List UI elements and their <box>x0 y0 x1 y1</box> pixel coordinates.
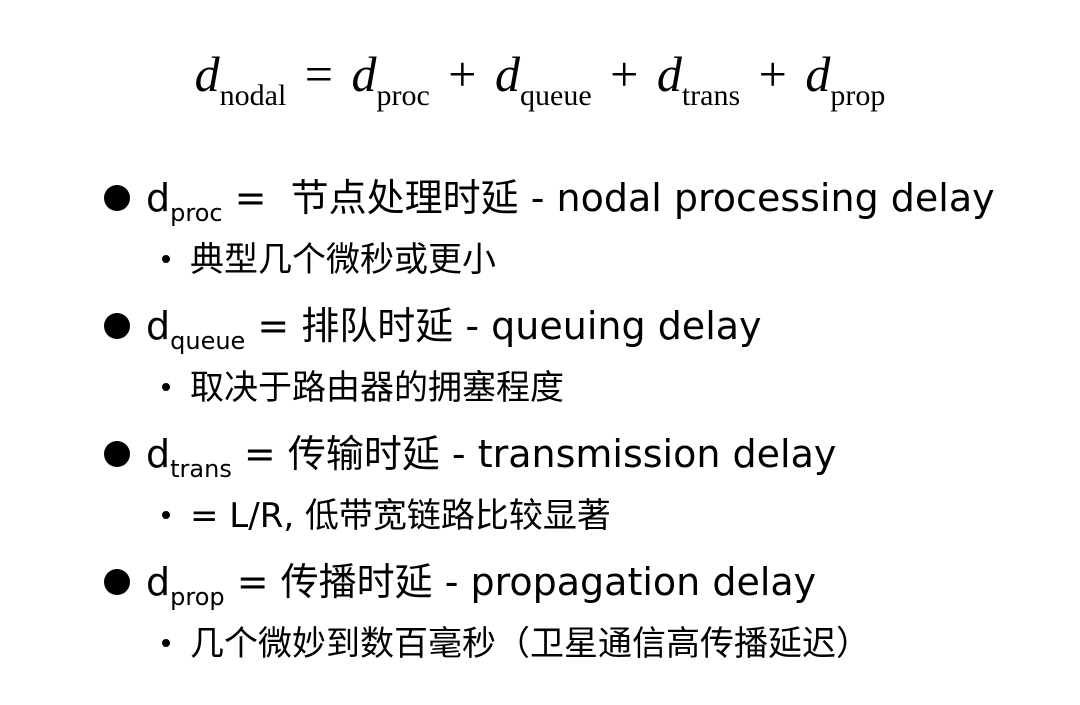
bullet-detail: 取决于路由器的拥塞程度 <box>190 368 564 408</box>
bullet-main-line: dtrans = 传输时延 - transmission delay <box>100 426 837 483</box>
formula-term-sub: proc <box>376 79 430 112</box>
formula-term-sub: prop <box>830 79 886 112</box>
sub-bullet-dot-icon <box>162 510 170 519</box>
formula-plus: + <box>448 46 477 102</box>
bullet-dot-icon <box>104 568 130 595</box>
bullet-subscript: proc <box>170 199 223 227</box>
formula-term-sub: queue <box>520 79 592 112</box>
formula-term-var: d <box>805 46 831 102</box>
bullet-dot-icon <box>104 184 130 211</box>
bullet-detail: 典型几个微秒或更小 <box>190 240 496 280</box>
bullet-list: dproc = 节点处理时延 - nodal processing delay … <box>100 160 1060 672</box>
bullet-main-line: dproc = 节点处理时延 - nodal processing delay <box>100 170 995 227</box>
bullet-text: = 节点处理时延 - nodal processing delay <box>222 176 995 220</box>
bullet-detail: = L/R, 低带宽链路比较显著 <box>190 496 611 536</box>
bullet-main-line: dqueue = 排队时延 - queuing delay <box>100 298 762 355</box>
bullet-d: d <box>146 176 171 220</box>
bullet-subscript: trans <box>170 455 232 483</box>
bullet-detail-line: 取决于路由器的拥塞程度 <box>162 362 564 414</box>
bullet-dot-icon <box>104 312 130 339</box>
formula-lhs-var: d <box>194 46 220 102</box>
bullet-main-line: dprop = 传播时延 - propagation delay <box>100 554 817 611</box>
bullet-text: = 传输时延 - transmission delay <box>231 432 837 476</box>
list-item: dqueue = 排队时延 - queuing delay 取决于路由器的拥塞程… <box>100 288 1060 416</box>
sub-bullet-dot-icon <box>162 254 170 263</box>
bullet-d: d <box>146 304 171 348</box>
formula-term-var: d <box>656 46 682 102</box>
list-item: dproc = 节点处理时延 - nodal processing delay … <box>100 160 1060 288</box>
formula-lhs-sub: nodal <box>219 79 287 112</box>
bullet-subscript: queue <box>170 327 246 355</box>
bullet-detail-line: 几个微妙到数百毫秒（卫星通信高传播延迟） <box>162 618 870 670</box>
formula-term-var: d <box>351 46 377 102</box>
formula-plus: + <box>758 46 787 102</box>
list-item: dtrans = 传输时延 - transmission delay = L/R… <box>100 416 1060 544</box>
bullet-text: = 传播时延 - propagation delay <box>224 560 817 604</box>
bullet-detail: 几个微妙到数百毫秒（卫星通信高传播延迟） <box>190 624 870 664</box>
formula-term-var: d <box>495 46 520 102</box>
delay-formula: dnodal = dproc + dqueue + dtrans + dprop <box>0 44 1080 112</box>
bullet-dot-icon <box>104 440 130 467</box>
sub-bullet-dot-icon <box>162 382 170 391</box>
formula-plus: + <box>610 46 639 102</box>
bullet-text: = 排队时延 - queuing delay <box>245 304 762 348</box>
formula-term-sub: trans <box>681 79 741 112</box>
list-item: dprop = 传播时延 - propagation delay 几个微妙到数百… <box>100 544 1060 672</box>
bullet-d: d <box>146 432 171 476</box>
bullet-subscript: prop <box>170 583 225 611</box>
bullet-d: d <box>146 560 171 604</box>
formula-equals: = <box>304 46 333 102</box>
bullet-detail-line: 典型几个微秒或更小 <box>162 234 496 286</box>
bullet-detail-line: = L/R, 低带宽链路比较显著 <box>162 490 611 542</box>
sub-bullet-dot-icon <box>162 638 170 647</box>
